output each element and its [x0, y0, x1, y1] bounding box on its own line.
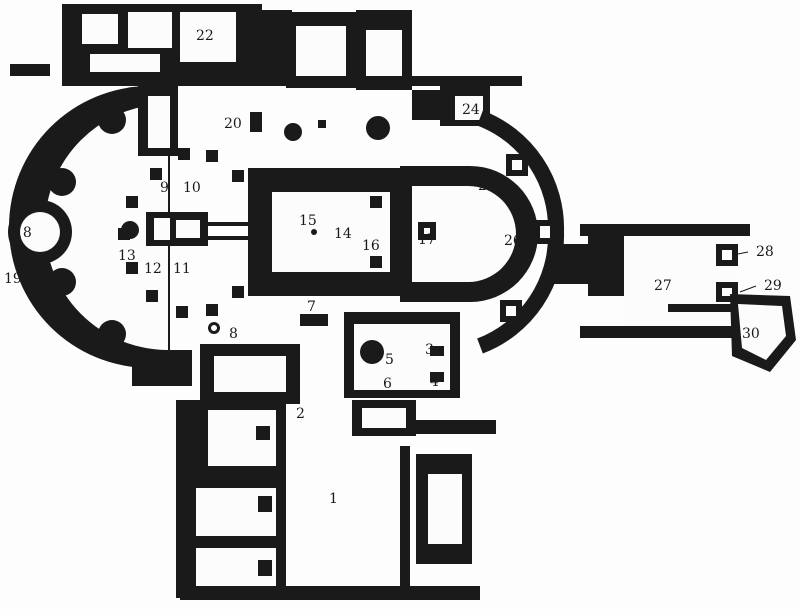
room-label: 9	[160, 180, 169, 196]
south-wing	[176, 400, 496, 600]
room-label: 13	[118, 248, 136, 264]
leader-lines	[31, 235, 757, 293]
room-label: 1	[329, 491, 338, 507]
room-label: 25	[478, 178, 496, 194]
room-label: 28	[756, 244, 774, 260]
room-label: 24	[462, 102, 480, 118]
room-label: 23	[424, 102, 442, 118]
room-label: 18	[14, 225, 32, 241]
room-label: 10	[183, 180, 201, 196]
room-label: 22	[196, 28, 214, 44]
central-church	[248, 166, 538, 302]
room-label: 7	[307, 299, 316, 315]
room-label: 11	[173, 261, 191, 277]
room-label: 29	[764, 278, 782, 294]
room-label: 20	[224, 116, 242, 132]
east-ambulatory	[477, 110, 565, 354]
room-label: 5	[385, 352, 394, 368]
room-label: 30	[742, 326, 760, 342]
room-label: 2	[296, 406, 305, 422]
room-labels: 1 2 3 4 5 6 7 8 9 10 11 12 13 14 15 16 1…	[4, 28, 782, 507]
west-rotunda	[8, 86, 268, 386]
room-label: 3	[425, 342, 434, 358]
room-label: 4	[430, 374, 439, 390]
room-label: 19	[4, 271, 22, 287]
room-label: 26	[504, 233, 522, 249]
room-label: 14	[334, 226, 352, 242]
room-label: 21	[222, 72, 240, 88]
room-label: 12	[144, 261, 162, 277]
room-label: 17	[418, 232, 436, 248]
south-rooms	[200, 312, 460, 436]
room-label: 16	[362, 238, 380, 254]
room-label: 6	[383, 376, 392, 392]
room-label: 27	[654, 278, 672, 294]
room-label: 15	[299, 213, 317, 229]
east-extension	[552, 224, 796, 372]
room-label: 8	[229, 326, 238, 342]
room-label: 31	[482, 278, 500, 294]
